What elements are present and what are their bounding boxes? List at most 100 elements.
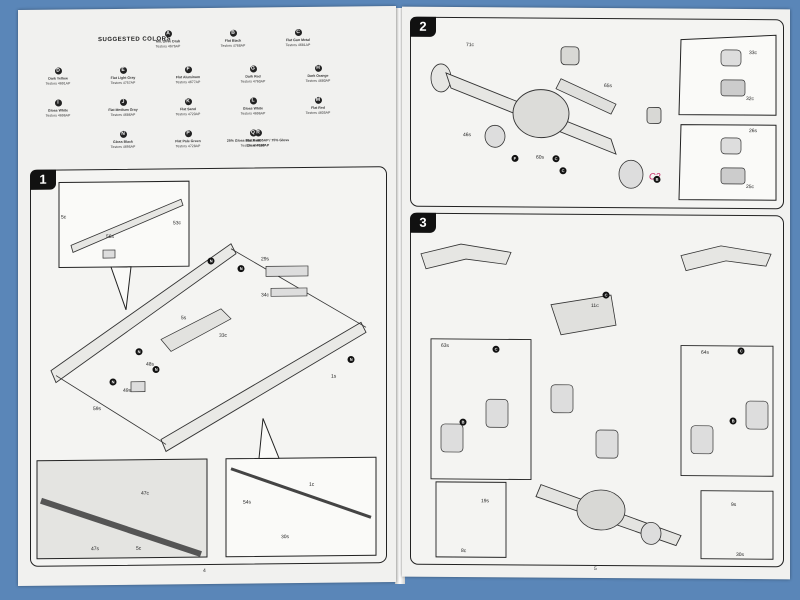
swatch-letter: R	[254, 129, 262, 137]
color-code-badge	[135, 348, 143, 356]
step1-part-label: 48s	[146, 362, 155, 368]
color-code-letter: N	[112, 379, 115, 384]
step2-color-code: F	[511, 154, 519, 162]
inset-64s-frame	[680, 345, 774, 477]
step2-color-code: B	[653, 175, 661, 183]
color-code-letter: C	[605, 292, 608, 297]
swatch-code: Testors 4696AP	[45, 113, 71, 118]
color-code-letter: B	[656, 177, 659, 182]
color-code-badge	[109, 378, 117, 386]
step2-color-code: C	[552, 155, 560, 163]
swatch-letter: K	[184, 98, 192, 106]
swatch-code: Testors 4677AP	[175, 80, 201, 85]
part-46s-shape	[484, 124, 506, 148]
step2-part-label: 71c	[466, 42, 475, 48]
inset-9s-frame	[700, 490, 774, 560]
step3-part-label: 64s	[701, 350, 710, 356]
swatch-code: Testors 4681AP	[285, 42, 311, 48]
chassis-rail-left	[50, 243, 237, 384]
swatch-letter: D	[54, 67, 62, 75]
step1-part-label: 1s	[331, 374, 337, 380]
step3-part-label: 9s	[731, 502, 737, 508]
booklet-spine	[395, 8, 405, 584]
color-code-badge	[737, 347, 745, 355]
part-33c-shape	[720, 49, 742, 67]
swatch-letter: P	[184, 130, 192, 138]
swatch-code: Testors 4768AP	[220, 43, 246, 48]
swatch-code: Testors 4691AP	[45, 81, 71, 86]
step1-part-label: 53c	[173, 220, 182, 226]
swatch-code: Testors 4686AP	[110, 112, 136, 118]
swatch-letter: F	[184, 66, 192, 74]
inset-frame-bottom-left	[36, 458, 208, 560]
swatch-letter: E	[119, 66, 127, 74]
step1-part-label: 59s	[93, 406, 102, 412]
step1-part-label: 54s	[243, 500, 252, 506]
swatch-letter: H	[314, 64, 322, 72]
step1-color-code: N	[237, 265, 245, 273]
swatch-code: Testors 4605AP	[305, 110, 331, 115]
swatch-letter: M	[314, 96, 322, 104]
color-code-badge	[237, 265, 245, 273]
color-code-letter: F	[514, 156, 517, 161]
step2-part-label: 26s	[749, 128, 758, 134]
airbag-right-1	[690, 425, 714, 455]
swatch-code: Testors 4696AP	[240, 111, 266, 116]
step3-color-code: C	[737, 347, 745, 355]
step2-part-label: 33c	[749, 50, 758, 56]
right-page-number: 5	[594, 565, 597, 573]
swatch-code: Testors 4757AP	[110, 80, 136, 86]
part-26s-shape	[720, 137, 742, 155]
step1-part-label: 5c	[61, 214, 67, 220]
step3-color-code: C	[602, 291, 610, 299]
color-code-badge	[653, 175, 661, 183]
inset-pointer	[110, 266, 132, 311]
step3-part-label: 30s	[736, 552, 745, 558]
step1-color-code: N	[347, 355, 355, 363]
step2-part-label: 65s	[604, 83, 613, 89]
step3-color-code: B	[459, 418, 467, 426]
color-code-badge	[602, 291, 610, 299]
airbag-left-1	[440, 423, 464, 453]
swatch-name: 25% Gloss Black 4695AP / 75% Gloss Clear…	[226, 138, 290, 148]
color-code-letter: N	[155, 367, 158, 372]
part-65s-shape	[555, 78, 617, 115]
step1-part-label: 5c	[136, 546, 142, 552]
handwritten-annotation: C2	[649, 171, 661, 181]
swatch-letter: J	[119, 98, 127, 106]
part-25c-shape	[720, 167, 746, 185]
step1-part-label: 30s	[281, 534, 290, 540]
bushing-lower	[646, 106, 662, 124]
airbag-center-1	[550, 384, 574, 414]
inset-rail-closeup	[40, 497, 202, 557]
spring-hanger-left	[420, 243, 512, 270]
color-code-badge	[729, 417, 737, 425]
airbag-right-2	[745, 400, 769, 430]
part-59s-shape	[130, 381, 146, 393]
color-code-letter: B	[732, 418, 735, 423]
step2-part-label: 46s	[463, 132, 472, 138]
step3-color-code: B	[729, 417, 737, 425]
swatch-letter: N	[119, 130, 127, 138]
step1-part-label: 34c	[261, 292, 270, 298]
chassis-rail-right	[160, 321, 367, 453]
swatch-letter: G	[249, 65, 257, 73]
swatch-letter: C	[294, 29, 302, 37]
swatch-code: Testors 4676AP	[155, 44, 181, 49]
color-code-letter: B	[462, 419, 465, 424]
swatch-code: Testors 4720AP	[175, 112, 201, 117]
